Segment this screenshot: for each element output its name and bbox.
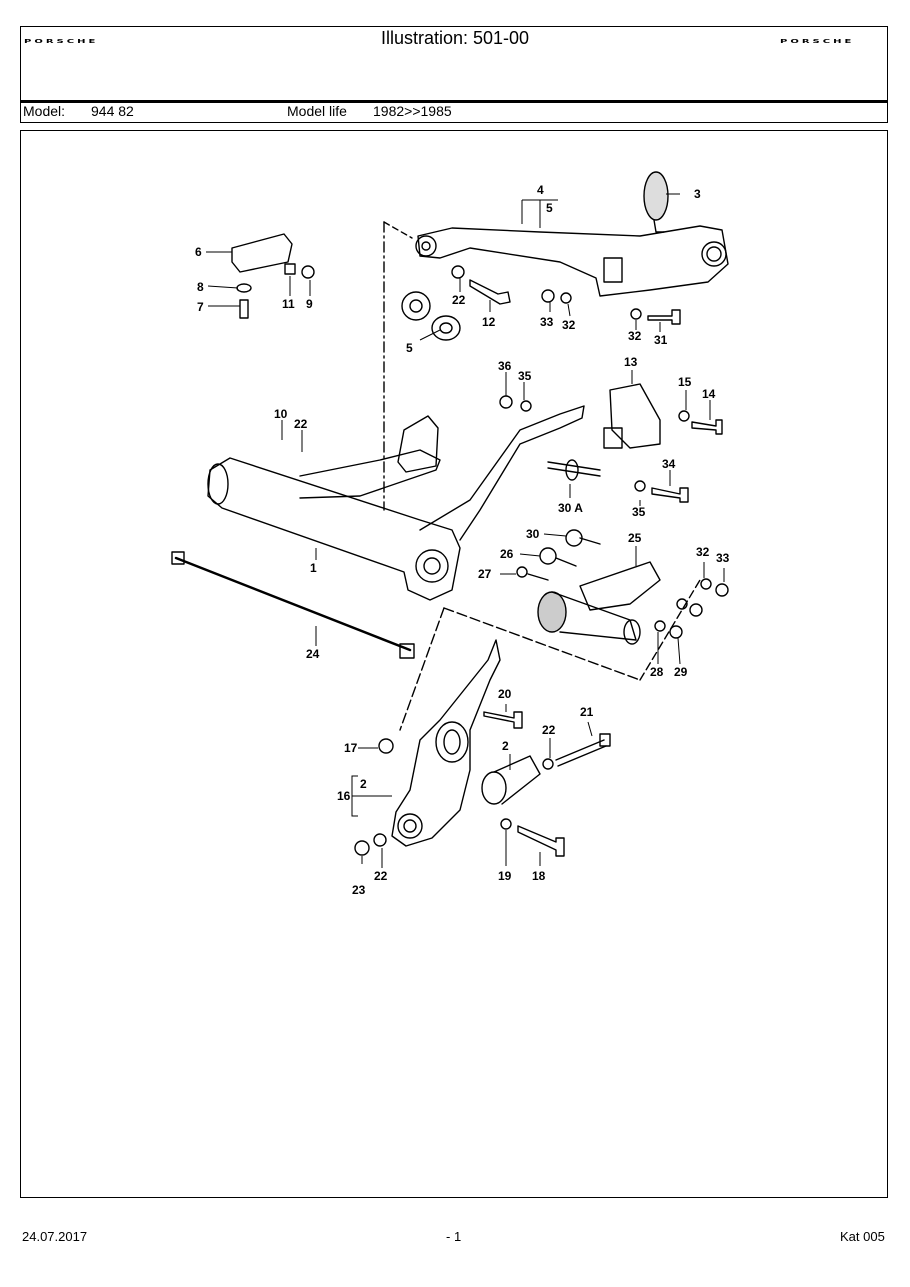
illustration-frame (20, 130, 888, 1198)
callout-25: 25 (628, 531, 642, 545)
callout-3: 3 (694, 187, 701, 201)
callout-31: 31 (654, 333, 668, 347)
callout-9: 9 (306, 297, 313, 311)
callout-16: 16 (337, 789, 351, 803)
callout-labels: 4 5 3 6 8 7 11 9 22 12 33 32 32 31 5 36 … (195, 183, 730, 897)
callout-26: 26 (500, 547, 514, 561)
callout-7: 7 (197, 300, 204, 314)
porsche-logo-left: PORSCHE (24, 38, 99, 45)
callout-35-a: 35 (518, 369, 532, 383)
callout-22-b: 22 (294, 417, 308, 431)
callout-22-a: 22 (452, 293, 466, 307)
callout-12: 12 (482, 315, 496, 329)
callout-2-a: 2 (502, 739, 509, 753)
callout-22-d: 22 (374, 869, 388, 883)
porsche-logo-right: PORSCHE (780, 38, 855, 45)
callout-13: 13 (624, 355, 638, 369)
callout-4: 4 (537, 183, 544, 197)
callout-11: 11 (282, 297, 295, 311)
callout-15: 15 (678, 375, 692, 389)
callout-24: 24 (306, 647, 320, 661)
callout-8: 8 (197, 280, 204, 294)
callout-22-c: 22 (542, 723, 556, 737)
callout-19: 19 (498, 869, 512, 883)
callout-33-a: 33 (540, 315, 554, 329)
callout-1: 1 (310, 561, 317, 575)
callout-17: 17 (344, 741, 358, 755)
callout-21: 21 (580, 705, 594, 719)
callout-27: 27 (478, 567, 492, 581)
callout-6: 6 (195, 245, 202, 259)
header-frame (20, 26, 888, 100)
page-title: Illustration: 501-00 (380, 28, 530, 48)
model-value: 944 82 (91, 103, 134, 119)
callout-14: 14 (702, 387, 716, 401)
footer-catalog: Kat 005 (840, 1229, 885, 1244)
callout-18: 18 (532, 869, 546, 883)
callout-32-b: 32 (628, 329, 642, 343)
callout-2-b: 2 (360, 777, 367, 791)
callout-30: 30 (526, 527, 540, 541)
callout-30a: 30 A (558, 501, 583, 515)
model-life-label: Model life (287, 103, 347, 119)
callout-28: 28 (650, 665, 664, 679)
model-life-value: 1982>>1985 (373, 103, 452, 119)
footer-date: 24.07.2017 (22, 1229, 88, 1244)
model-row: Model: 944 82 Model life 1982>>1985 (20, 103, 888, 123)
callout-10: 10 (274, 407, 288, 421)
callout-32-a: 32 (562, 318, 576, 332)
callout-32-c: 32 (696, 545, 710, 559)
callout-23: 23 (352, 883, 366, 897)
model-label: Model: (23, 103, 66, 119)
header-divider (20, 100, 888, 103)
callout-36: 36 (498, 359, 512, 373)
callout-35-b: 35 (632, 505, 646, 519)
callout-20: 20 (498, 687, 512, 701)
footer-page-number: - 1 (446, 1229, 462, 1244)
callout-5-upper: 5 (546, 201, 553, 215)
callout-34: 34 (662, 457, 676, 471)
callout-5-lower: 5 (406, 341, 413, 355)
callout-33-b: 33 (716, 551, 730, 565)
callout-29: 29 (674, 665, 688, 679)
